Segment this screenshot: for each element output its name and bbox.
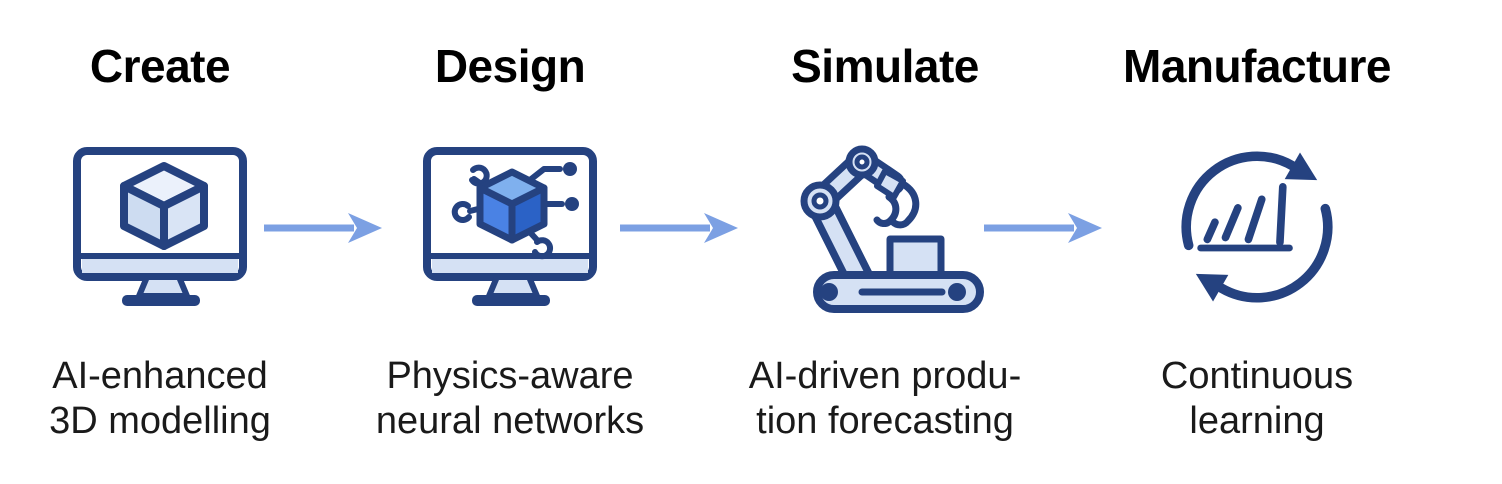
stage-caption: AI-enhanced 3D modelling	[49, 354, 271, 444]
flow-arrow-simulate-to-manufacture	[984, 213, 1102, 243]
stage-manufacture: Manufacture Continuous learning	[1107, 0, 1407, 444]
caption-line-2: neural networks	[375, 400, 645, 442]
stage-title: Create	[89, 40, 231, 92]
caption-line-2: 3D modelling	[49, 400, 271, 442]
flow-arrow-design-to-simulate	[620, 213, 738, 243]
stage-title: Simulate	[791, 40, 979, 92]
stage-caption: Physics-aware neural networks	[376, 354, 644, 444]
stage-icon-box	[735, 120, 1035, 334]
continuous-cycle-chart-icon	[1181, 151, 1333, 303]
stage-icon-box	[360, 120, 660, 334]
stage-caption: AI-driven produ- tion forecasting	[749, 354, 1021, 444]
stage-simulate: Simulate	[735, 0, 1035, 444]
caption-line-1: AI-driven produ-	[748, 355, 1022, 397]
stage-title: Design	[434, 40, 586, 92]
robot-arm-icon	[800, 145, 984, 313]
monitor-neural-network-cube-icon	[423, 147, 597, 306]
caption-line-2: tion forecasting	[756, 400, 1014, 442]
stage-icon-box	[10, 120, 310, 334]
flow-arrow-create-to-design	[264, 213, 382, 243]
caption-line-1: Physics-aware	[386, 355, 634, 397]
stage-design: Design	[360, 0, 660, 444]
stage-create: Create AI-enhanced 3D modelling	[10, 0, 310, 444]
caption-line-2: learning	[1189, 400, 1325, 442]
caption-line-1: AI-enhanced	[52, 355, 268, 397]
stage-title: Manufacture	[1123, 40, 1391, 92]
caption-line-1: Continuous	[1160, 355, 1354, 397]
stage-icon-box	[1107, 120, 1407, 334]
monitor-3d-cube-icon	[73, 147, 247, 306]
stage-caption: Continuous learning	[1161, 354, 1353, 444]
